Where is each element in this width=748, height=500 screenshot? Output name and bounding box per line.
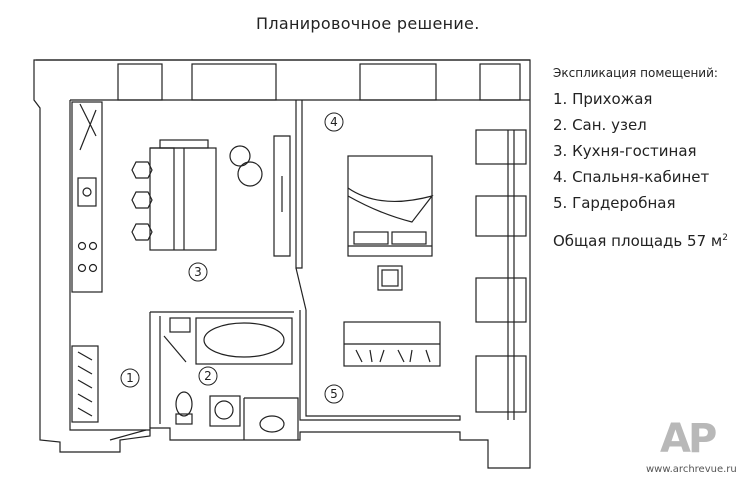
archrevue-logo: AP [660, 416, 717, 462]
coffee-table-1 [229, 145, 251, 167]
watermark-url: www.archrevue.ru [646, 464, 737, 475]
window-right-2 [475, 195, 527, 237]
bed [347, 155, 433, 257]
coffee-table-2 [237, 161, 263, 187]
legend-item-kitchen-living: 3. Кухня-гостиная [553, 142, 697, 160]
front-door [109, 429, 147, 441]
window-niche-1 [117, 63, 163, 101]
room-label-2: 2 [204, 369, 212, 383]
total-area-label: Общая площадь 57 м [553, 232, 723, 250]
legend-item-bathroom: 2. Сан. узел [553, 116, 647, 134]
room-label-3: 3 [194, 265, 202, 279]
room-label-1: 1 [126, 371, 134, 385]
toilet [175, 391, 193, 417]
window-niche-4 [479, 63, 521, 101]
legend-heading: Экспликация помещений: [553, 66, 718, 80]
total-area: Общая площадь 57 м2 [553, 232, 743, 250]
window-right-3 [475, 277, 527, 323]
wall-partition-a [295, 100, 303, 269]
bathtub [195, 317, 293, 365]
bath-wall [149, 311, 294, 428]
window-right-1 [475, 129, 527, 165]
legend-item-bedroom-study: 4. Спальня-кабинет [553, 168, 710, 186]
room-label-5: 5 [330, 387, 338, 401]
window-niche-2 [191, 63, 277, 101]
legend-item-hallway: 1. Прихожая [553, 90, 653, 108]
kitchen-counter [71, 101, 103, 293]
hall-rack [71, 345, 99, 423]
room-legend: Экспликация помещений: 1. Прихожая 2. Са… [553, 66, 743, 250]
window-niche-3 [359, 63, 437, 101]
window-right-4 [475, 355, 527, 413]
plan-title: Планировочное решение. [256, 14, 480, 33]
bed-chair [377, 265, 403, 291]
watermark: AP www.archrevue.ru [646, 416, 748, 500]
chair-1 [131, 161, 153, 179]
outer-wall [33, 59, 531, 469]
area-unit-superscript: 2 [722, 233, 728, 243]
sofa [149, 147, 217, 251]
chair-3 [131, 223, 153, 241]
wash-sink [209, 395, 241, 427]
small-sink [259, 415, 285, 433]
legend-item-dressing-room: 5. Гардеробная [553, 194, 676, 212]
chair-2 [131, 191, 153, 209]
wall-partition-c [299, 310, 461, 421]
wall-partition-b [295, 267, 307, 311]
room-label-4: 4 [330, 115, 338, 129]
